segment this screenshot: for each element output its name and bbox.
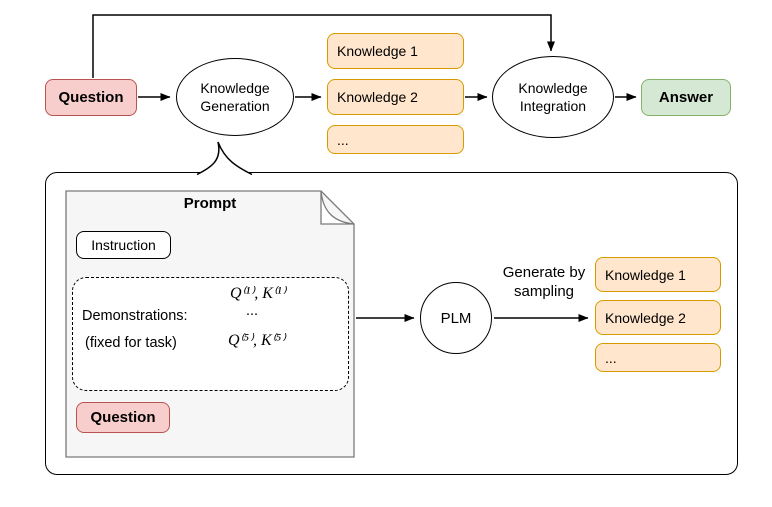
answer-label: Answer (658, 89, 714, 106)
plm-circle: PLM (420, 282, 492, 354)
arrow-question-to-integration-bypass (92, 14, 555, 78)
generate-label-line2: sampling (513, 283, 575, 300)
bottom-knowledge-label-2: Knowledge 2 (605, 309, 686, 326)
instruction-box: Instruction (76, 231, 171, 259)
bottom-knowledge-label-more: ... (605, 349, 617, 366)
top-knowledge-box-2: Knowledge 2 (327, 79, 464, 115)
generation-label-line2: Generation (200, 98, 270, 114)
bottom-knowledge-box-more: ... (595, 343, 721, 372)
top-knowledge-label-1: Knowledge 1 (337, 43, 418, 59)
top-knowledge-label-more: ... (337, 131, 349, 148)
prompt-title: Prompt (183, 195, 237, 212)
top-knowledge-box-1: Knowledge 1 (327, 33, 464, 69)
integration-label-line2: Integration (519, 98, 587, 114)
demonstrations-label: Demonstrations: (82, 308, 188, 324)
knowledge-generation-ellipse: Knowledge Generation (176, 58, 294, 136)
top-knowledge-label-2: Knowledge 2 (337, 89, 418, 105)
answer-box: Answer (641, 79, 731, 116)
bottom-knowledge-label-1: Knowledge 1 (605, 266, 686, 283)
generation-label-line1: Knowledge (200, 80, 270, 96)
knowledge-integration-ellipse: Knowledge Integration (492, 56, 614, 138)
prompt-question-label: Question (90, 409, 156, 426)
prompt-question-box: Question (76, 402, 170, 433)
demonstrations-box (72, 277, 349, 391)
top-knowledge-box-more: ... (327, 125, 464, 154)
integration-label-line1: Knowledge (518, 80, 588, 96)
generate-label-line1: Generate by (502, 264, 586, 281)
demo-ellipsis: ... (246, 303, 259, 319)
demo-example-last: Q⁽⁵⁾, K⁽⁵⁾ (228, 332, 286, 349)
fixed-for-task-note: (fixed for task) (85, 335, 177, 351)
bottom-knowledge-box-1: Knowledge 1 (595, 257, 721, 292)
demo-example-first: Q⁽¹⁾, K⁽¹⁾ (230, 285, 286, 302)
plm-label: PLM (440, 309, 472, 327)
question-label: Question (58, 89, 124, 106)
generate-by-sampling-label: Generate by sampling (486, 263, 602, 301)
instruction-label: Instruction (91, 237, 156, 253)
bottom-knowledge-box-2: Knowledge 2 (595, 300, 721, 335)
callout-tail (196, 141, 253, 176)
question-box: Question (45, 79, 137, 116)
